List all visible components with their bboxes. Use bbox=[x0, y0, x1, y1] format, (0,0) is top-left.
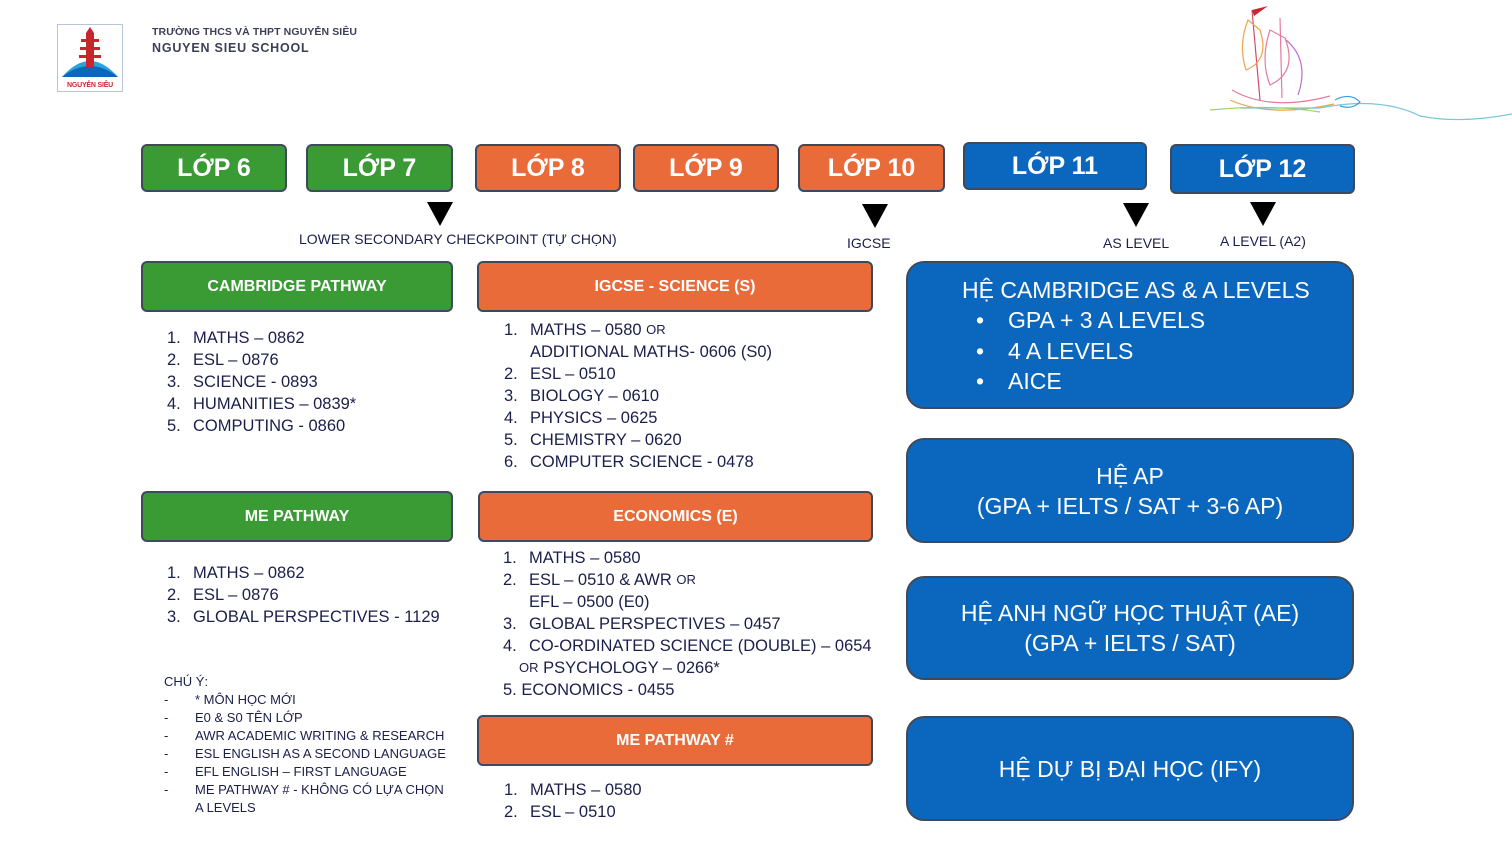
list-item: 5.COMPUTING - 0860 bbox=[167, 417, 346, 435]
me-pathway-header[interactable]: ME PATHWAY bbox=[141, 491, 453, 542]
grade-7-button[interactable]: LỚP 7 bbox=[306, 144, 453, 192]
igcse-label: IGCSE bbox=[847, 235, 891, 251]
list-item: 1.MATHS – 0580 bbox=[504, 781, 642, 799]
cambridge-subject-list: 1.MATHS – 0862 2.ESL – 0876 3.SCIENCE - … bbox=[167, 327, 356, 437]
sailing-ship-icon bbox=[1209, 6, 1512, 121]
list-item: 4.CO-ORDINATED SCIENCE (DOUBLE) – 0654 bbox=[503, 637, 872, 655]
system-title: HỆ ANH NGỮ HỌC THUẬT (AE) bbox=[960, 600, 1300, 626]
ae-system-box[interactable]: HỆ ANH NGỮ HỌC THUẬT (AE) (GPA + IELTS /… bbox=[906, 576, 1354, 680]
note-item: -ESL ENGLISH AS A SECOND LANGUAGE bbox=[164, 746, 446, 761]
pagoda-icon bbox=[58, 25, 122, 79]
cambridge-pathway-header[interactable]: CAMBRIDGE PATHWAY bbox=[141, 261, 453, 312]
list-item: 3.GLOBAL PERSPECTIVES - 1129 bbox=[167, 608, 440, 626]
economics-header[interactable]: ECONOMICS (E) bbox=[478, 491, 873, 542]
list-item: 2.ESL – 0876 bbox=[167, 586, 279, 604]
note-item: -ME PATHWAY # - KHÔNG CÓ LỰA CHỌN bbox=[164, 782, 444, 797]
a-level-label: A LEVEL (A2) bbox=[1220, 233, 1306, 249]
system-subtitle: (GPA + IELTS / SAT + 3-6 AP) bbox=[976, 492, 1284, 519]
list-item: 1.MATHS – 0862 bbox=[167, 329, 305, 347]
grade-11-button[interactable]: LỚP 11 bbox=[963, 142, 1147, 190]
grade-10-button[interactable]: LỚP 10 bbox=[798, 144, 945, 192]
list-item: 1.MATHS – 0580 bbox=[503, 549, 641, 567]
system-subtitle: (GPA + IELTS / SAT) bbox=[1024, 630, 1236, 656]
note-item: -* MÔN HỌC MỚI bbox=[164, 692, 296, 707]
list-item: 3.BIOLOGY – 0610 bbox=[504, 387, 660, 405]
a-level-arrow-icon bbox=[1250, 202, 1276, 226]
grade-12-button[interactable]: LỚP 12 bbox=[1170, 144, 1355, 194]
as-level-arrow-icon bbox=[1123, 203, 1149, 227]
note-item: -EFL ENGLISH – FIRST LANGUAGE bbox=[164, 764, 407, 779]
me-subject-list: 1.MATHS – 0862 2.ESL – 0876 3.GLOBAL PER… bbox=[167, 562, 440, 628]
igcse-science-subject-list: 1.MATHS – 0580 OR ADDITIONAL MATHS- 0606… bbox=[504, 319, 772, 473]
list-item: 5. ECONOMICS - 0455 bbox=[503, 681, 675, 699]
system-list-item: GPA + 3 A LEVELS bbox=[908, 305, 1352, 336]
grade-6-button[interactable]: LỚP 6 bbox=[141, 144, 287, 192]
cambridge-as-a-levels-box[interactable]: HỆ CAMBRIDGE AS & A LEVELS GPA + 3 A LEV… bbox=[906, 261, 1354, 409]
economics-subject-list: 1.MATHS – 0580 2.ESL – 0510 & AWR OR EFL… bbox=[503, 547, 872, 701]
system-list-item: AICE bbox=[908, 366, 1352, 397]
note-item: -AWR ACADEMIC WRITING & RESEARCH bbox=[164, 728, 445, 743]
list-item: 3.GLOBAL PERSPECTIVES – 0457 bbox=[503, 615, 781, 633]
list-item: 1.MATHS – 0580 OR bbox=[504, 321, 666, 339]
list-item: 6.COMPUTER SCIENCE - 0478 bbox=[504, 453, 754, 471]
as-level-label: AS LEVEL bbox=[1103, 235, 1170, 251]
notes: CHÚ Ý: -* MÔN HỌC MỚI -E0 & S0 TÊN LỚP -… bbox=[164, 673, 446, 817]
grade-8-button[interactable]: LỚP 8 bbox=[475, 144, 621, 192]
school-logo: NGUYỄN SIÊU bbox=[57, 24, 123, 92]
ap-system-box[interactable]: HỆ AP (GPA + IELTS / SAT + 3-6 AP) bbox=[906, 438, 1354, 543]
list-item-cont: ADDITIONAL MATHS- 0606 (S0) bbox=[530, 343, 773, 361]
list-item: 5.CHEMISTRY – 0620 bbox=[504, 431, 682, 449]
system-title: HỆ DỰ BỊ ĐẠI HỌC (IFY) bbox=[998, 755, 1262, 782]
school-name-en: NGUYEN SIEU SCHOOL bbox=[152, 41, 310, 55]
ify-system-box[interactable]: HỆ DỰ BỊ ĐẠI HỌC (IFY) bbox=[906, 716, 1354, 821]
list-item: 4.PHYSICS – 0625 bbox=[504, 409, 658, 427]
note-item-cont: A LEVELS bbox=[195, 800, 256, 815]
notes-title: CHÚ Ý: bbox=[164, 674, 209, 689]
system-list-item: 4 A LEVELS bbox=[908, 336, 1352, 367]
checkpoint-arrow-icon bbox=[427, 202, 453, 226]
note-item: -E0 & S0 TÊN LỚP bbox=[164, 710, 303, 725]
list-item: 2.ESL – 0510 bbox=[504, 803, 616, 821]
school-name-vn: TRƯỜNG THCS VÀ THPT NGUYỄN SIÊU bbox=[152, 26, 358, 38]
igcse-arrow-icon bbox=[862, 204, 888, 228]
me-pathway-hash-header[interactable]: ME PATHWAY # bbox=[477, 715, 873, 766]
list-item: 1.MATHS – 0862 bbox=[167, 564, 305, 582]
system-title: HỆ CAMBRIDGE AS & A LEVELS bbox=[962, 277, 1310, 303]
list-item-cont: OR PSYCHOLOGY – 0266* bbox=[519, 659, 720, 677]
me-hash-subject-list: 1.MATHS – 0580 2.ESL – 0510 bbox=[504, 779, 642, 823]
list-item: 4.HUMANITIES – 0839* bbox=[167, 395, 357, 413]
checkpoint-label: LOWER SECONDARY CHECKPOINT (TỰ CHỌN) bbox=[299, 231, 617, 247]
logo-text: NGUYỄN SIÊU bbox=[66, 82, 114, 89]
list-item: 2.ESL – 0510 bbox=[504, 365, 616, 383]
list-item: 2.ESL – 0876 bbox=[167, 351, 279, 369]
grade-9-button[interactable]: LỚP 9 bbox=[633, 144, 779, 192]
igcse-science-header[interactable]: IGCSE - SCIENCE (S) bbox=[477, 261, 873, 312]
list-item-cont: EFL – 0500 (E0) bbox=[529, 593, 650, 611]
list-item: 3.SCIENCE - 0893 bbox=[167, 373, 318, 391]
system-title: HỆ AP bbox=[1096, 462, 1164, 489]
list-item: 2.ESL – 0510 & AWR OR bbox=[503, 571, 696, 589]
